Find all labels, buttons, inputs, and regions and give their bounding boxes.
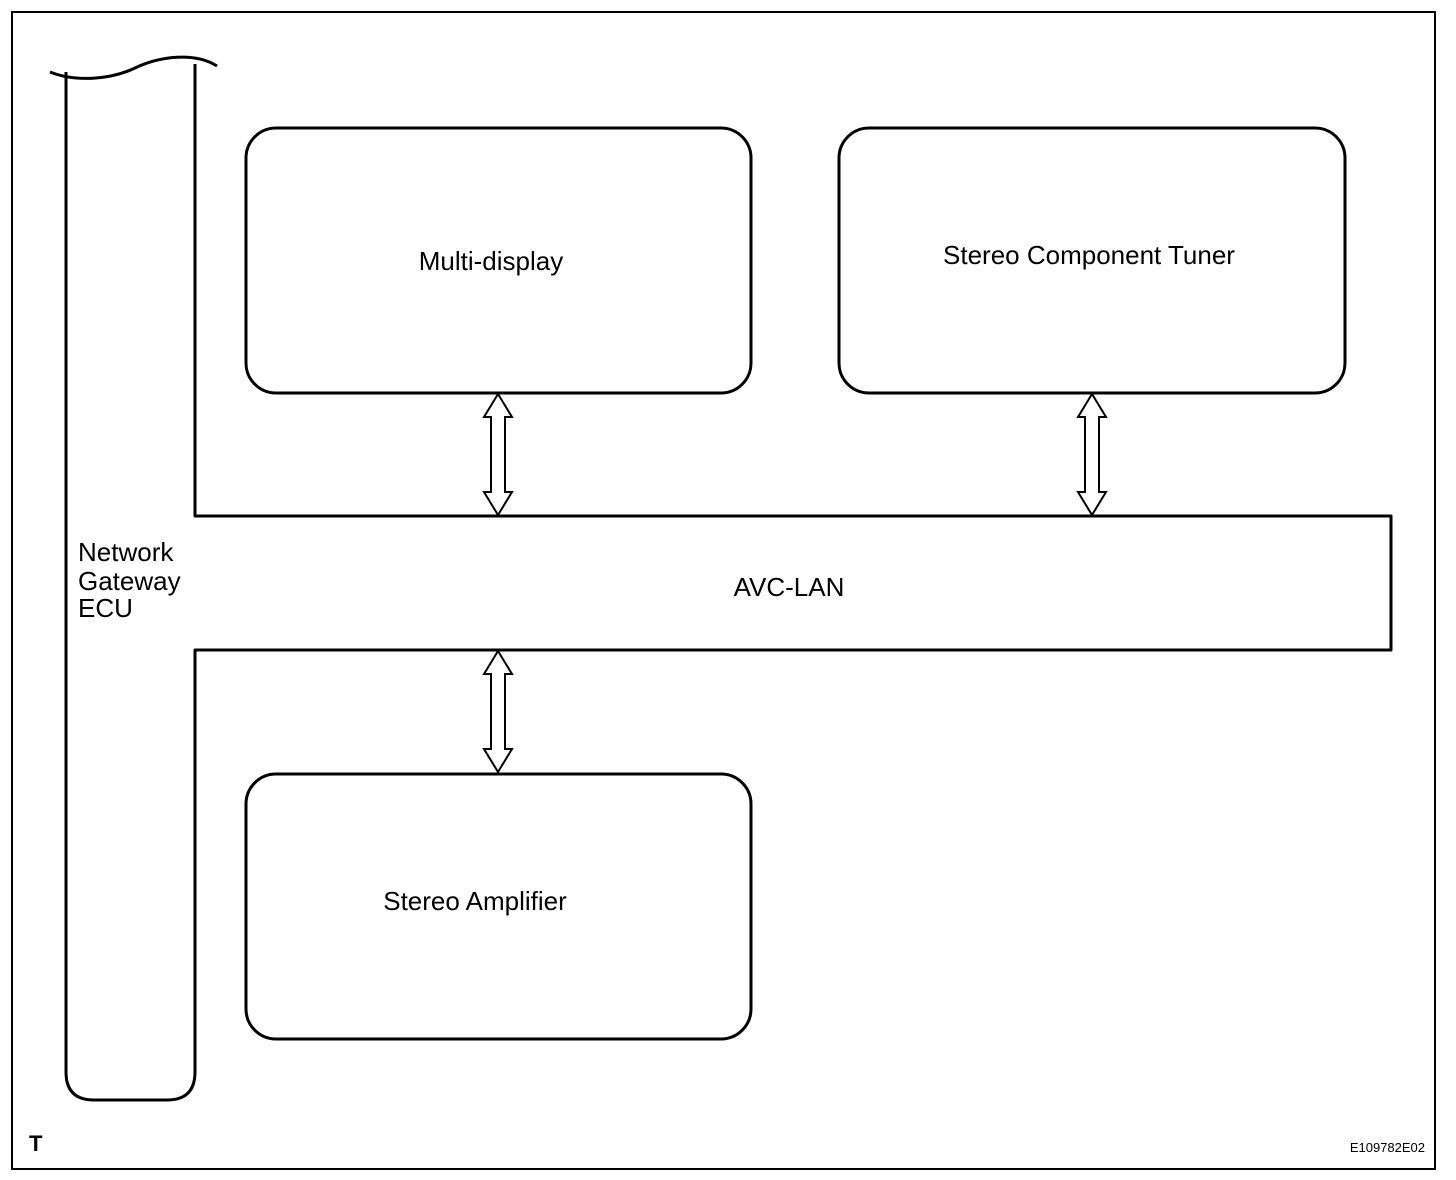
tuner-bus-arrow: [1076, 392, 1108, 517]
gateway-label-line2: Gateway: [78, 566, 181, 596]
stereo-amplifier-label: Stereo Amplifier: [383, 886, 567, 916]
figure-id: E109782E02: [1350, 1140, 1425, 1155]
stereo-amplifier-box: [244, 772, 753, 1041]
multi-display-label: Multi-display: [419, 246, 564, 276]
stereo-component-tuner-label: Stereo Component Tuner: [943, 240, 1235, 270]
gateway-and-bus-outline: [64, 64, 1393, 1102]
gateway-break-line: [49, 55, 218, 80]
multi-display-bus-arrow: [482, 392, 514, 517]
gateway-label-line3: ECU: [78, 593, 133, 623]
gateway-label-line1: Network: [78, 537, 174, 567]
bus-label: AVC-LAN: [734, 572, 845, 602]
corner-mark: T: [29, 1131, 43, 1156]
amplifier-bus-arrow: [482, 649, 514, 774]
